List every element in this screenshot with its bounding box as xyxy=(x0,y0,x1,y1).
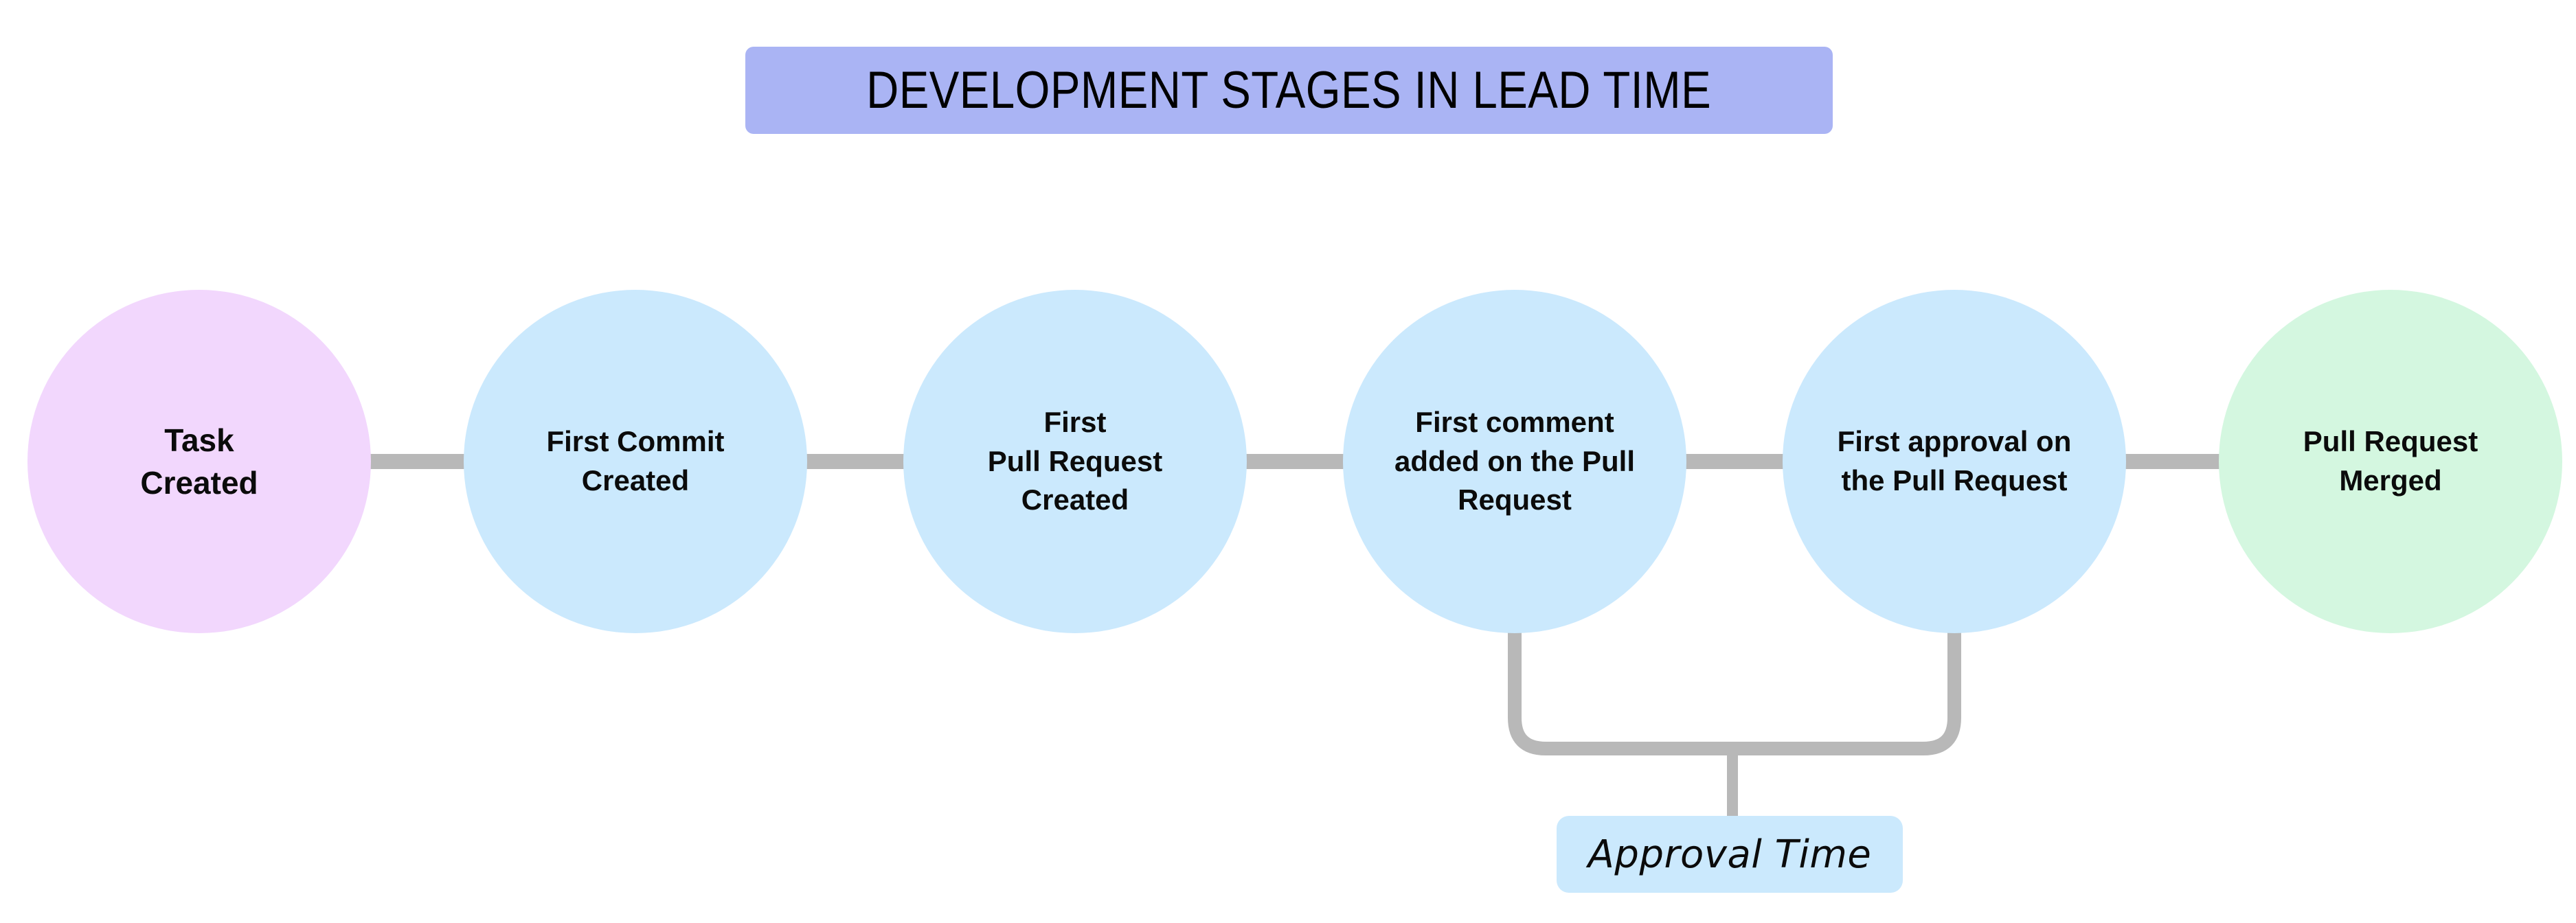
approval-time-callout[interactable]: Approval Time xyxy=(1557,816,1903,893)
page-title: DEVELOPMENT STAGES IN LEAD TIME xyxy=(866,61,1712,119)
node-task-created[interactable]: Task Created xyxy=(27,290,371,633)
node-first-commit-created[interactable]: First Commit Created xyxy=(464,290,807,633)
node-label: First approval on the Pull Request xyxy=(1837,425,2072,497)
node-first-approval-on-pull-request[interactable]: First approval on the Pull Request xyxy=(1783,290,2126,633)
node-first-pull-request-created[interactable]: First Pull Request Created xyxy=(903,290,1247,633)
diagram-title-banner: DEVELOPMENT STAGES IN LEAD TIME xyxy=(745,47,1833,134)
node-label: Pull Request Merged xyxy=(2303,425,2478,497)
node-label: First Pull Request Created xyxy=(987,405,1163,516)
node-label: First comment added on the Pull Request xyxy=(1394,405,1635,516)
node-first-comment-on-pull-request[interactable]: First comment added on the Pull Request xyxy=(1343,290,1686,633)
node-label: First Commit Created xyxy=(546,425,725,497)
approval-time-bracket xyxy=(1508,628,1961,755)
node-label: Task Created xyxy=(140,422,258,501)
approval-time-label: Approval Time xyxy=(1588,832,1872,877)
node-pull-request-merged[interactable]: Pull Request Merged xyxy=(2219,290,2562,633)
